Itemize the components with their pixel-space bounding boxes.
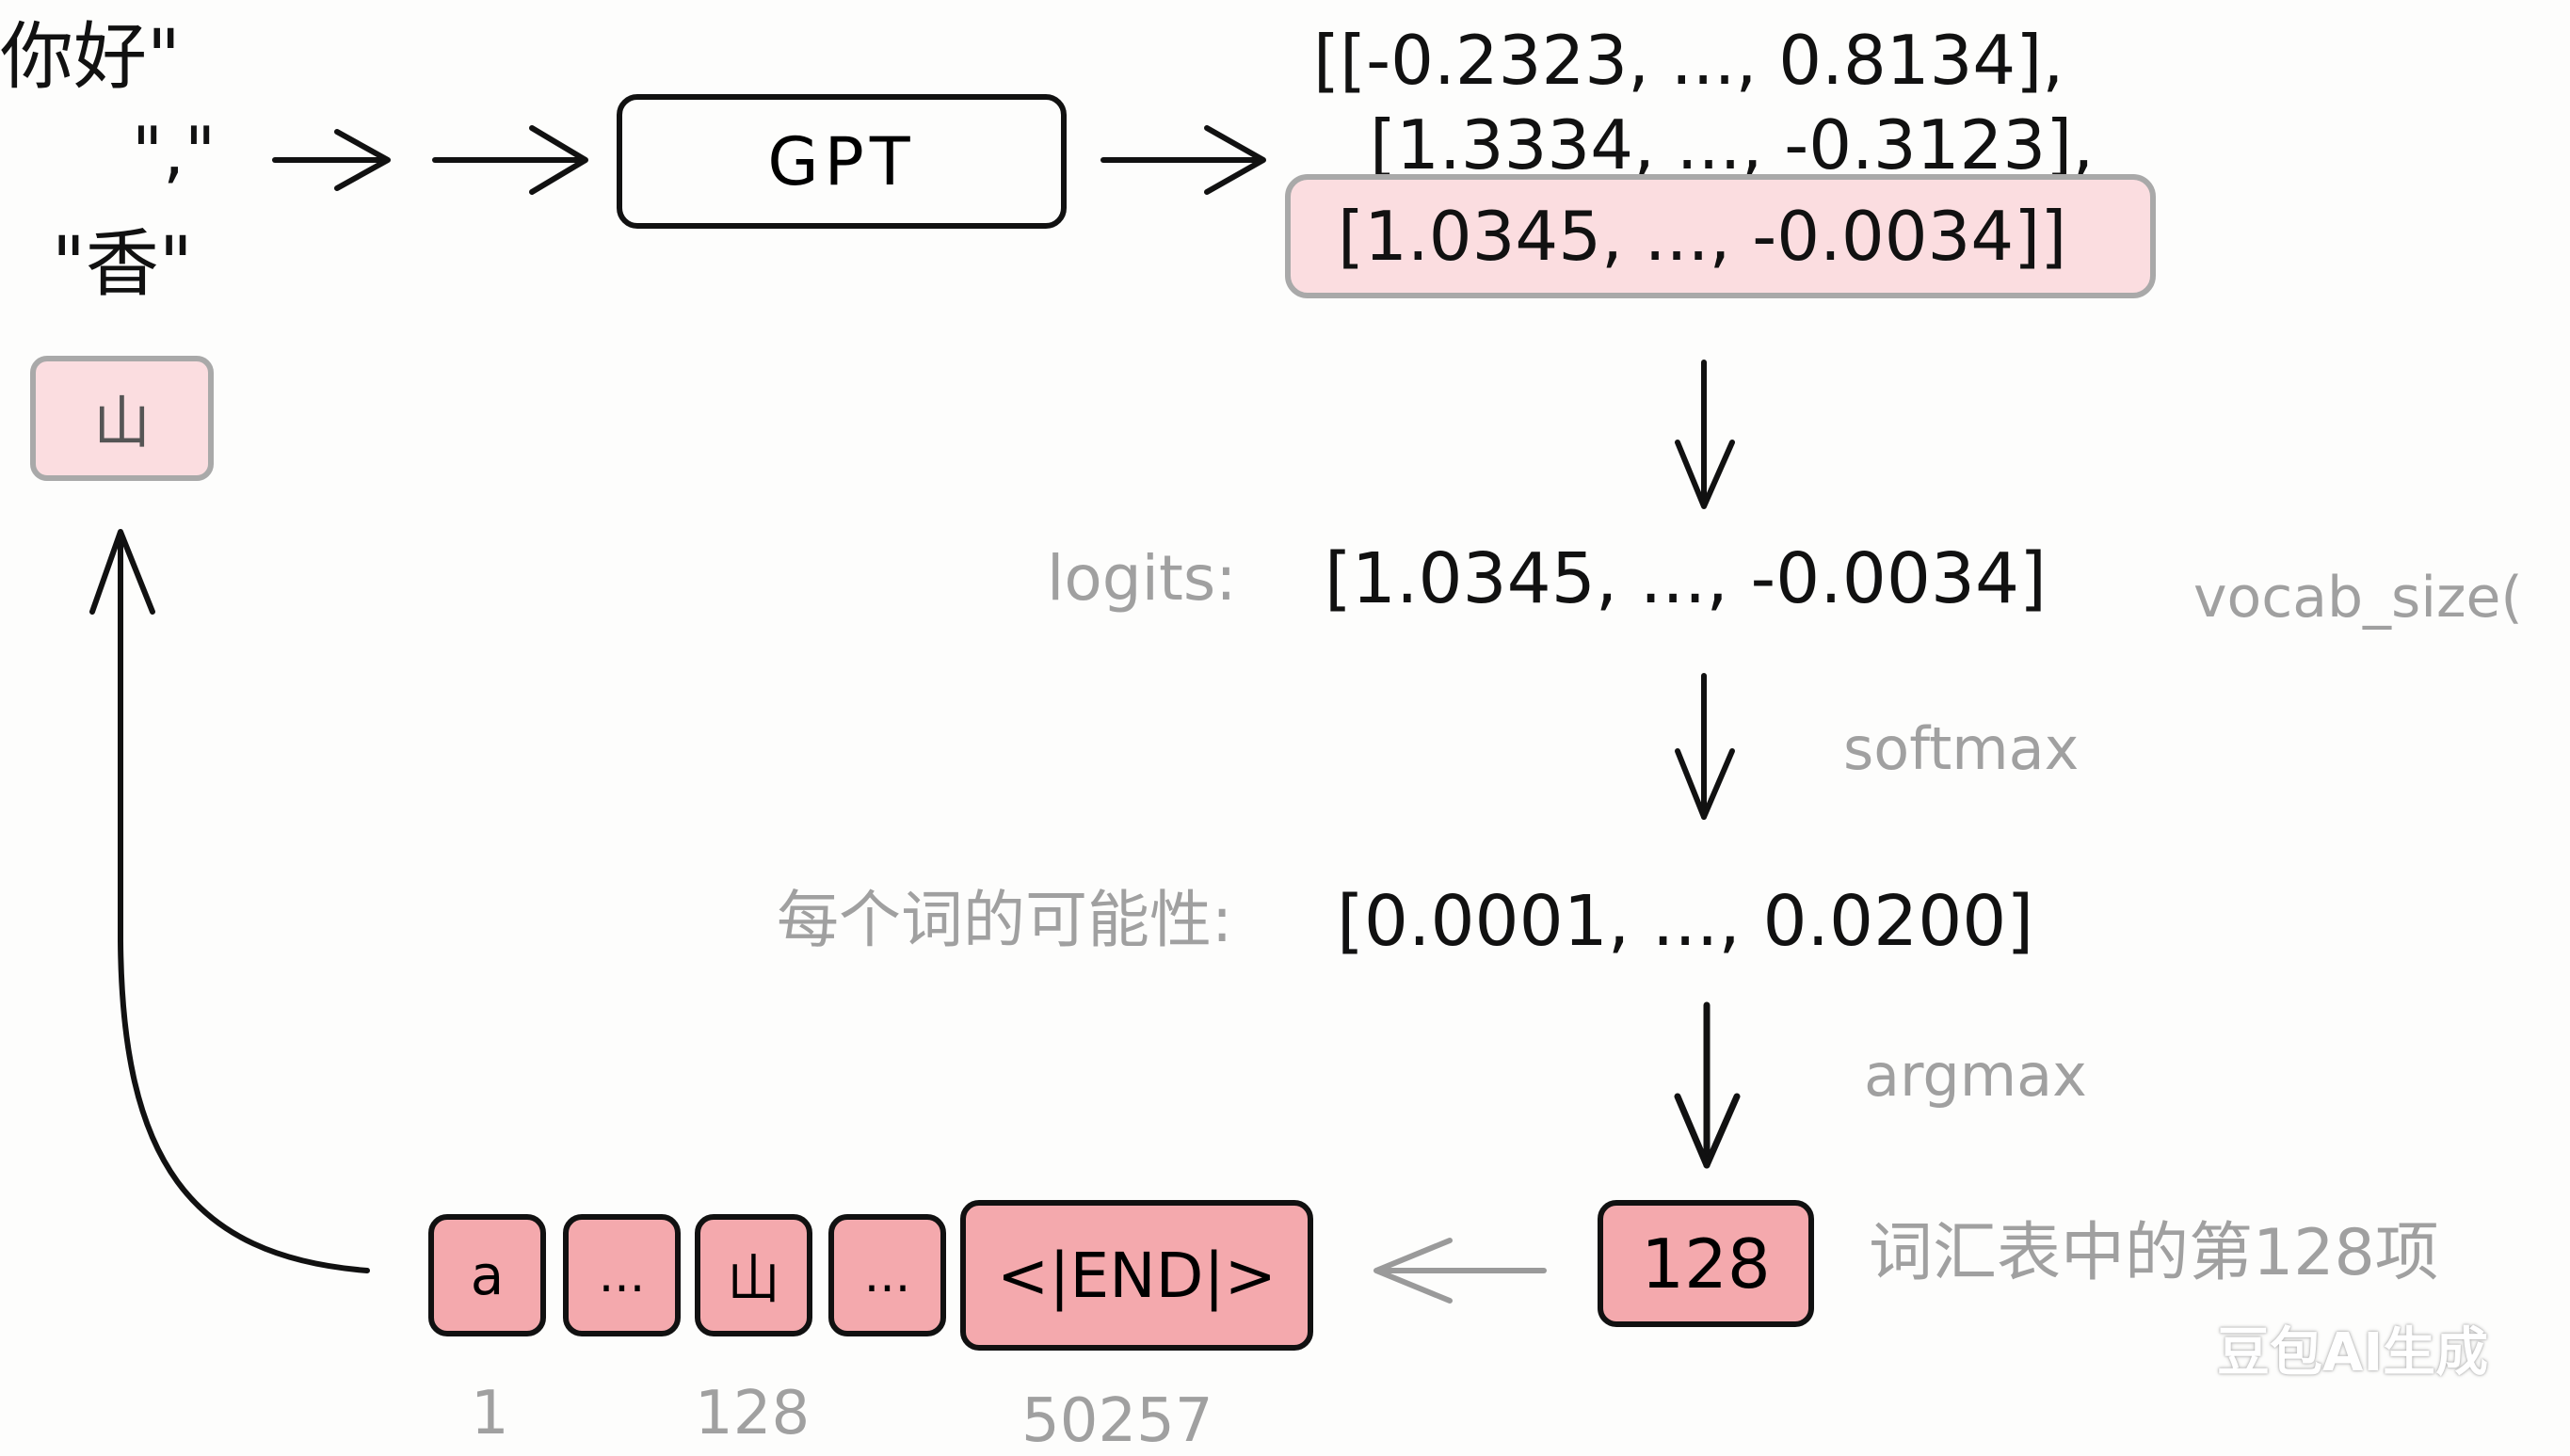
last-hidden-state-box: [1.0345, ..., -0.0034]]: [1285, 174, 2156, 298]
logits-label: logits:: [1047, 542, 1237, 615]
hidden-state-row-2: [1.3334, ..., -0.3123],: [1370, 105, 2095, 184]
vocab-token-a: a: [428, 1214, 546, 1336]
vocab-token-shan: 山: [695, 1214, 812, 1336]
arrow-gpt-to-states: [1100, 125, 1266, 195]
probabilities-values: [0.0001, ..., 0.0200]: [1337, 881, 2034, 962]
argmax-index-box: 128: [1598, 1200, 1814, 1327]
probabilities-label: 每个词的可能性:: [777, 884, 1233, 956]
logits-shape-label: vocab_size(: [2193, 565, 2523, 631]
softmax-label: softmax: [1843, 714, 2080, 783]
arrow-probs-to-index: [1674, 1001, 1741, 1169]
input-line-3: "香": [52, 222, 193, 307]
vocab-index-50257: 50257: [1021, 1386, 1213, 1456]
vocab-token-ellipsis-2: ...: [828, 1214, 946, 1336]
arrow-input-to-gap: [272, 129, 391, 191]
input-line-2: ",": [132, 112, 217, 191]
watermark-text: 豆包AI生成: [2217, 1322, 2489, 1384]
generated-token-box: 山: [30, 356, 214, 481]
arrow-vocab-to-token: [89, 529, 370, 1273]
arrow-states-to-logits: [1675, 360, 1735, 509]
vocab-token-ellipsis-1: ...: [563, 1214, 681, 1336]
arrow-index-to-vocab: [1373, 1238, 1547, 1304]
argmax-label: argmax: [1864, 1041, 2087, 1110]
hidden-state-row-1: [[-0.2323, ..., 0.8134],: [1313, 21, 2064, 100]
input-line-1: 你好": [0, 15, 181, 100]
arrow-to-gpt: [432, 125, 588, 195]
argmax-index-caption: 词汇表中的第128项: [1869, 1216, 2439, 1290]
hidden-state-row-3: [1.0345, ..., -0.0034]]: [1338, 197, 2067, 276]
vocab-index-1: 1: [471, 1379, 509, 1448]
gpt-model-box: GPT: [617, 94, 1067, 229]
vocab-token-end: <|END|>: [960, 1200, 1313, 1351]
vocab-index-128: 128: [695, 1379, 811, 1448]
logits-values: [1.0345, ..., -0.0034]: [1325, 538, 2047, 619]
arrow-logits-to-probs: [1675, 673, 1735, 820]
